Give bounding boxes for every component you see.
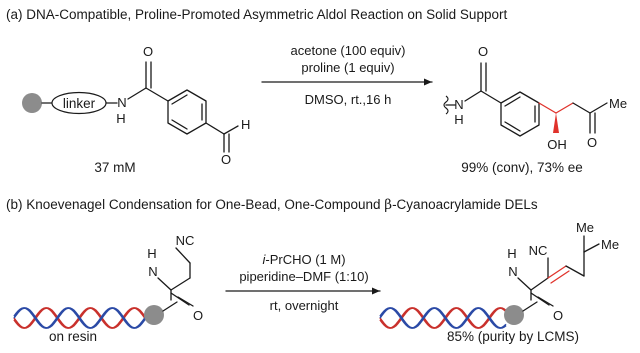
reagent-acetone: acetone (100 equiv) [291,43,406,58]
dna-strand [379,307,507,329]
benzene-ring [167,89,207,135]
product-atom-Me-right: Me [601,237,619,252]
dna-helix-left [13,307,147,329]
product-atom-O-b: O [553,308,563,323]
dna-strand [13,307,147,329]
product-atom-Me: Me [609,96,627,111]
atom-O-b: O [193,308,203,323]
panel-a-title: (a) DNA-Compatible, Proline-Promoted Asy… [6,7,507,22]
dna-strand [379,307,507,329]
atom-H-aldehyde: H [241,117,250,132]
product-atom-N-b: N [508,264,517,279]
reagent-aldehyde: i-PrCHO (1 M) [262,252,345,267]
reagent-proline: proline (1 equiv) [301,60,394,75]
conditions-b: rt, overnight [270,298,339,313]
dna-strand [13,307,147,329]
dna-strand [379,307,507,329]
conditions-a: DMSO, rt.,16 h [305,92,392,107]
atom-NC-b: NC [176,233,195,248]
dna-strand [13,307,147,329]
atom-H: H [116,111,125,126]
result-b: 85% (purity by LCMS) [447,329,579,344]
product-atom-NC-b: NC [529,243,548,258]
start-concentration: 37 mM [94,160,135,175]
stereo-wedge [553,113,559,133]
dna-strand [379,307,507,329]
start-label-b: on resin [49,329,97,344]
resin-bead-b-product [504,305,524,325]
product-atom-O-amide: O [478,44,488,59]
wavy-bond [443,95,449,115]
reagent-piperidine: piperidine–DMF (1:10) [239,269,368,284]
panel-b-title: (b) Knoevenagel Condensation for One-Bea… [6,197,538,213]
atom-O-aldehyde: O [221,152,231,167]
atom-O-amide: O [143,44,153,59]
product-atom-O-ketone: O [587,135,597,150]
linker-label: linker [63,96,96,111]
result-a: 99% (conv), 73% ee [461,160,583,175]
product-atom-Me-top: Me [576,220,594,235]
product-atom-H-b: H [507,246,516,261]
resin-bead [22,93,42,113]
atom-N: N [117,95,126,110]
atom-H-b: H [147,246,156,261]
product-benzene-ring [500,91,540,137]
resin-bead-b [144,305,164,325]
atom-N-b: N [148,264,157,279]
dna-helix-right [379,307,507,329]
product-atom-OH: OH [547,137,567,152]
product-atom-H: H [454,112,463,127]
product-atom-N: N [454,97,463,112]
